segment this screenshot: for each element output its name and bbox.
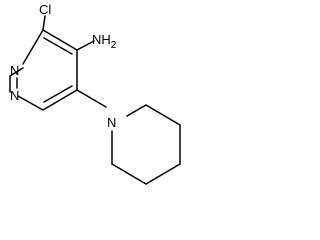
bond-c2-cl <box>42 15 46 31</box>
bond-c7-n1 <box>9 67 24 77</box>
bond-c2-c3 <box>42 29 78 51</box>
bond-c4-c5-inner <box>43 85 73 103</box>
bond-c4-npip <box>76 89 107 108</box>
atom-nh2-label: NH2 <box>92 32 117 51</box>
bond-c4-c5 <box>42 89 78 111</box>
bond-cd-ce <box>111 163 147 185</box>
molecule-diagram: Cl NH2 N N N <box>9 2 181 185</box>
bond-n1-c2 <box>22 29 44 65</box>
bond-c2-c3-inner <box>43 37 73 55</box>
atom-n-bottom-label: N <box>10 88 19 103</box>
bond-c5-n6 <box>17 95 44 111</box>
bond-cc-cd <box>145 163 181 185</box>
bond-npip-ca <box>126 104 147 117</box>
atom-n-piperidine-label: N <box>107 115 116 130</box>
bond-c3-nh2 <box>76 40 95 51</box>
atom-n-top-label: N <box>10 63 19 78</box>
atom-cl-label: Cl <box>39 2 51 17</box>
bond-ca-cb <box>145 104 181 126</box>
